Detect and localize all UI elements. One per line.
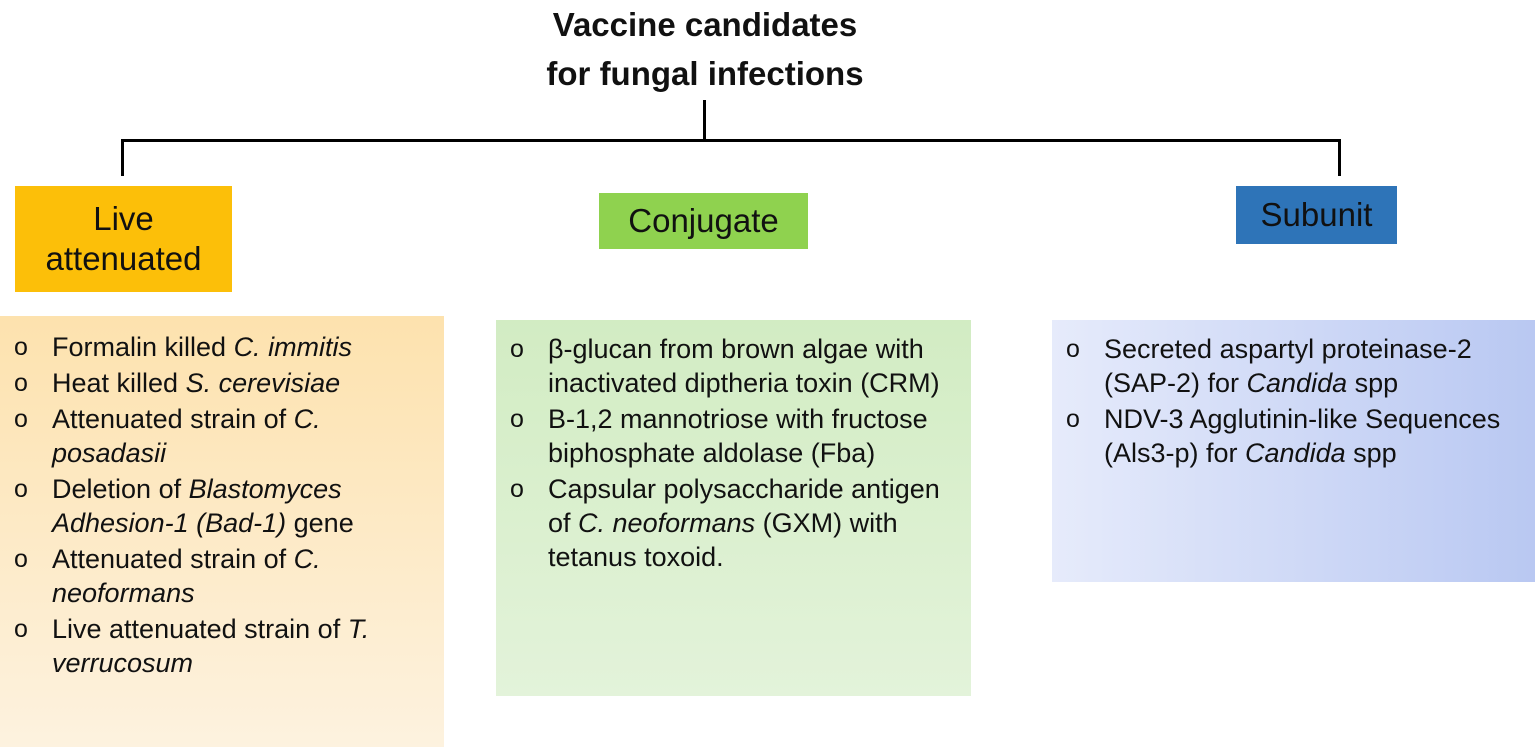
category-label: Conjugate xyxy=(628,202,779,239)
connector-horizontal xyxy=(121,139,1341,142)
category-subunit: Subunit xyxy=(1236,186,1397,244)
italic-text: Blastomyces Adhesion-1 (Bad-1) xyxy=(52,474,342,538)
list-item: β-glucan from brown algae with inactivat… xyxy=(510,332,959,400)
list-item: Formalin killed C. immitis xyxy=(14,330,434,364)
item-text: Heat killed xyxy=(52,368,186,398)
item-text: Secreted aspartyl proteinase-2 (SAP-2) f… xyxy=(1104,334,1472,398)
item-text: Formalin killed xyxy=(52,332,234,362)
italic-text: Candida xyxy=(1245,438,1346,468)
title-line-2: for fungal infections xyxy=(546,55,864,92)
connector-stem xyxy=(703,100,706,142)
category-conjugate: Conjugate xyxy=(599,193,808,249)
item-text: (GXM) with tetanus toxoid. xyxy=(548,508,898,572)
item-text: spp xyxy=(1345,438,1397,468)
list-item: NDV-3 Agglutinin-like Sequences (Als3-p)… xyxy=(1066,402,1523,470)
italic-text: C. neoformans xyxy=(52,544,321,608)
panel-list: Formalin killed C. immitisHeat killed S.… xyxy=(14,330,434,680)
category-live-attenuated: Live attenuated xyxy=(15,186,232,292)
category-label: Subunit xyxy=(1260,196,1373,233)
panel-list: Secreted aspartyl proteinase-2 (SAP-2) f… xyxy=(1066,332,1523,470)
panel-conjugate: β-glucan from brown algae with inactivat… xyxy=(496,320,971,696)
category-label-line-2: attenuated xyxy=(45,240,202,277)
list-item: Attenuated strain of C. posadasii xyxy=(14,402,434,470)
list-item: Live attenuated strain of T. verrucosum xyxy=(14,612,434,680)
italic-text: Candida xyxy=(1246,368,1348,398)
item-text: Deletion of xyxy=(52,474,189,504)
list-item: B-1,2 mannotriose with fructose biphosph… xyxy=(510,402,959,470)
italic-text: S. cerevisiae xyxy=(185,368,341,398)
panel-list: β-glucan from brown algae with inactivat… xyxy=(510,332,959,574)
italic-text: C. posadasii xyxy=(52,404,321,468)
item-text: Live attenuated strain of xyxy=(52,614,348,644)
item-text: spp xyxy=(1347,368,1399,398)
connector-left-drop xyxy=(121,139,124,176)
connector-right-drop xyxy=(1338,139,1341,176)
item-text: Capsular polysaccharide antigen of xyxy=(548,474,940,538)
italic-text: C. neoformans xyxy=(578,508,756,538)
italic-text: C. immitis xyxy=(233,332,353,362)
list-item: Secreted aspartyl proteinase-2 (SAP-2) f… xyxy=(1066,332,1523,400)
italic-text: T. verrucosum xyxy=(52,614,370,678)
list-item: Deletion of Blastomyces Adhesion-1 (Bad-… xyxy=(14,472,434,540)
list-item: Capsular polysaccharide antigen of C. ne… xyxy=(510,472,959,574)
list-item: Heat killed S. cerevisiae xyxy=(14,366,434,400)
item-text: Attenuated strain of xyxy=(52,544,294,574)
title-line-1: Vaccine candidates xyxy=(552,6,858,43)
item-text: B-1,2 mannotriose with fructose biphosph… xyxy=(548,404,928,468)
list-item: Attenuated strain of C. neoformans xyxy=(14,542,434,610)
panel-subunit: Secreted aspartyl proteinase-2 (SAP-2) f… xyxy=(1052,320,1535,582)
item-text: β-glucan from brown algae with inactivat… xyxy=(548,334,940,398)
item-text: NDV-3 Agglutinin-like Sequences (Als3-p)… xyxy=(1104,404,1501,468)
panel-live-attenuated: Formalin killed C. immitisHeat killed S.… xyxy=(0,316,444,747)
item-text: gene xyxy=(286,508,354,538)
diagram-title: Vaccine candidates for fungal infections xyxy=(400,0,1010,98)
category-label-line-1: Live xyxy=(93,200,154,237)
item-text: Attenuated strain of xyxy=(52,404,294,434)
